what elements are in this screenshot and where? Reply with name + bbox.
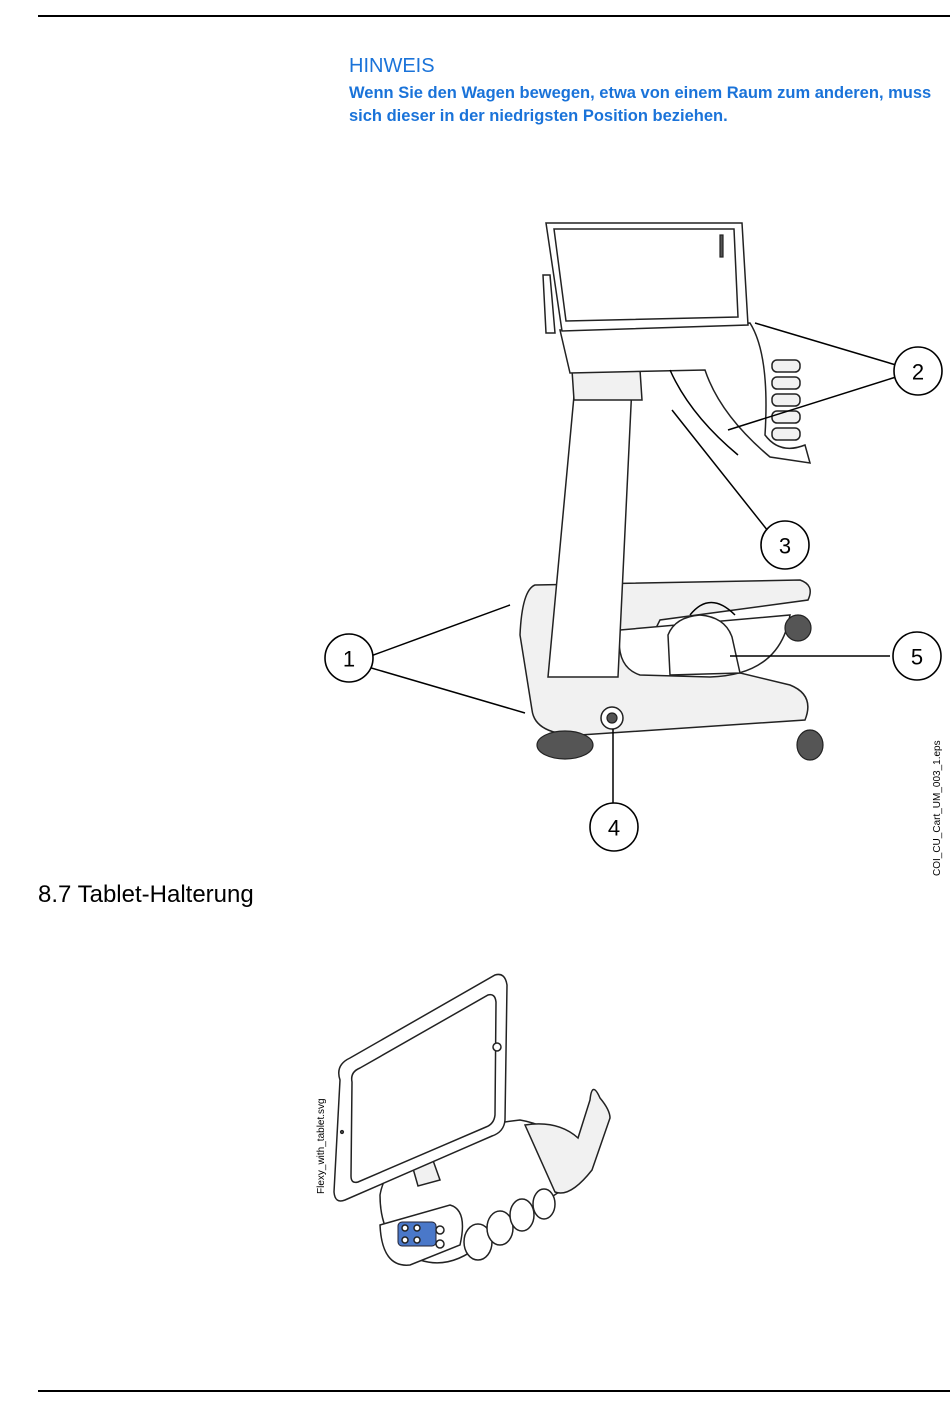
callout-1: 1 bbox=[325, 634, 373, 682]
callout-2: 2 bbox=[894, 347, 942, 395]
notice-title: HINWEIS bbox=[349, 54, 939, 78]
notice-body: Wenn Sie den Wagen bewegen, etwa von ein… bbox=[349, 82, 939, 128]
cart-drawing: 1 2 3 4 5 bbox=[310, 205, 950, 870]
callout-4: 4 bbox=[590, 803, 638, 851]
bottom-rule bbox=[38, 1390, 950, 1392]
callout-1-number: 1 bbox=[343, 647, 355, 672]
section-heading: 8.7 Tablet-Halterung bbox=[38, 880, 254, 910]
figure1-file-label: COI_CU_Cart_UM_003_1.eps bbox=[932, 740, 943, 876]
figure2-file-label: Flexy_with_tablet.svg bbox=[316, 1098, 327, 1194]
tablet-holder-drawing bbox=[300, 960, 640, 1280]
callout-4-number: 4 bbox=[608, 816, 620, 841]
callout-2-number: 2 bbox=[912, 360, 924, 385]
instrument-holders bbox=[772, 360, 800, 440]
top-rule bbox=[38, 15, 950, 17]
callout-3-number: 3 bbox=[779, 534, 791, 559]
tablet-holder-illustration bbox=[300, 960, 640, 1280]
callout-3: 3 bbox=[761, 521, 809, 569]
cart-illustration: 1 2 3 4 5 bbox=[310, 205, 950, 870]
notice-box: HINWEIS Wenn Sie den Wagen bewegen, etwa… bbox=[349, 54, 939, 128]
callout-5: 5 bbox=[893, 632, 941, 680]
callout-5-number: 5 bbox=[911, 645, 923, 670]
